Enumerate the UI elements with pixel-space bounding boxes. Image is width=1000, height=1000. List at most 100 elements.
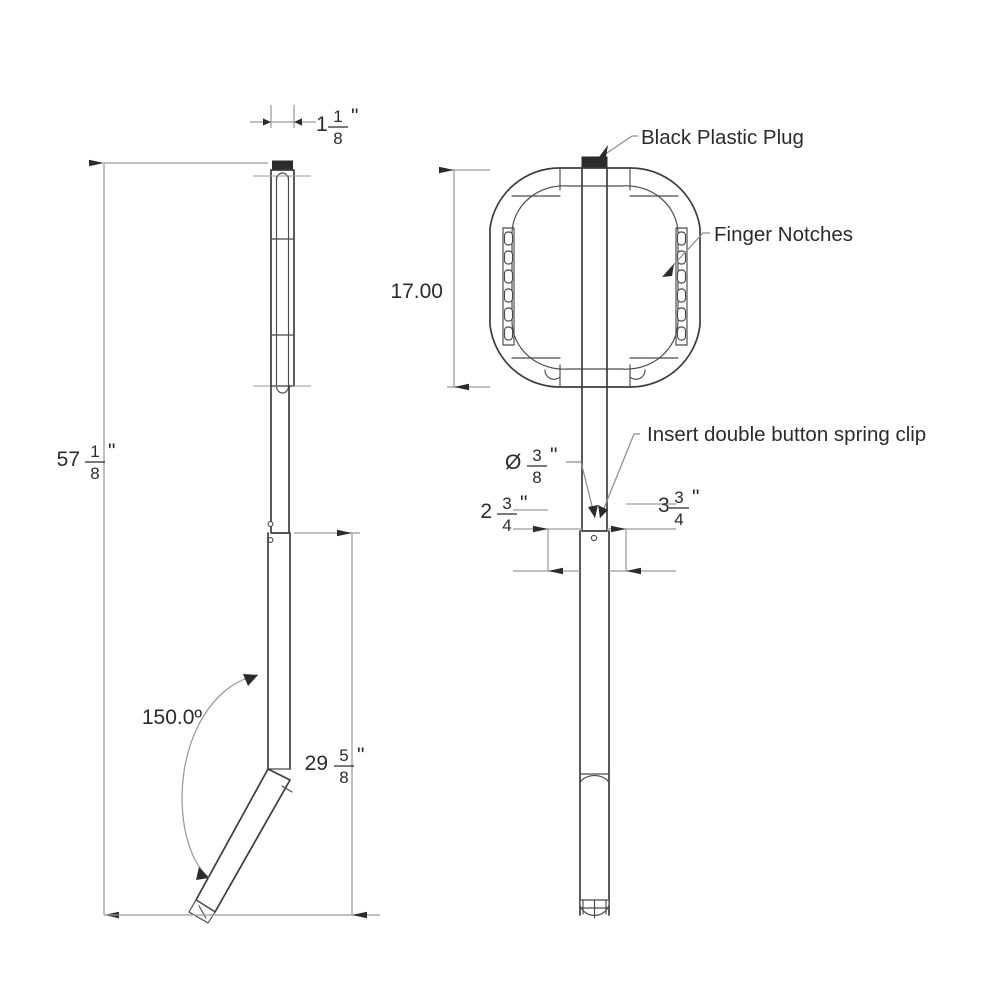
dim-handle-width-denominator: 8 (333, 129, 342, 148)
dim-handle-width-label: 1 1 8 " (316, 105, 358, 148)
left-foot-body (195, 768, 291, 913)
dimension-overall-height: 57 1 8 " (57, 159, 380, 919)
dimension-shaft-diameter: Ø 3 8 " (505, 444, 598, 519)
dim-handle-width-whole: 1 (316, 113, 328, 136)
dim-diameter-numerator: 3 (532, 446, 541, 465)
dim-diameter-unit: " (550, 444, 557, 467)
finger-notch-column-right (675, 227, 688, 346)
dim-overall-height-unit: " (108, 440, 115, 463)
handle-loop-outer (489, 167, 701, 388)
dim-handle-width-unit: " (351, 105, 358, 128)
dim-handle-width-numerator: 1 (333, 107, 342, 126)
dim-handle-width-arrow-right (294, 118, 302, 126)
finger-notch (676, 326, 687, 341)
dim-clip-left-whole: 2 (480, 500, 492, 523)
dim-bend-angle-arrow-bottom (196, 867, 209, 880)
spring-clip-joint (581, 530, 608, 542)
dimension-lower-shaft-length: 29 5 8 " (294, 529, 367, 919)
dim-diameter-leader (566, 461, 596, 519)
finger-notch (676, 288, 687, 303)
finger-notch-column-left (502, 227, 515, 346)
dim-overall-height-denominator: 8 (90, 464, 99, 483)
dim-clip-left-unit: " (520, 492, 527, 515)
dim-lower-shaft-numerator: 5 (339, 746, 348, 765)
dim-handle-width-arrow-left (263, 118, 271, 126)
dim-bend-angle-label: 150.0º (142, 706, 203, 729)
finger-notch (503, 269, 514, 284)
left-foot-bend-detail (281, 785, 293, 793)
dim-diameter-arrow (588, 505, 598, 518)
lower-tube-shaft (579, 530, 610, 916)
dim-overall-height-numerator: 1 (90, 442, 99, 461)
left-clip-button-upper (267, 521, 274, 527)
finger-notches-arrow (662, 264, 674, 277)
dim-diameter-denominator: 8 (532, 468, 541, 487)
right-front-elevation-view: 17.00 Ø 3 8 " Insert double button sprin… (390, 126, 926, 919)
dim-clip-left-numerator: 3 (502, 494, 511, 513)
dim-clip-right-whole: 3 (658, 494, 670, 517)
annotation-finger-notches: Finger Notches (662, 223, 853, 277)
dim-diameter-symbol: Ø (505, 451, 521, 474)
dim-clip-right-denominator: 4 (674, 510, 683, 529)
annotation-black-plastic-plug: Black Plastic Plug (596, 126, 804, 161)
junction-bottom-right-fillet (629, 369, 646, 380)
left-handle-profile (270, 160, 295, 394)
dim-clip-right-unit: " (692, 486, 699, 509)
dimension-handle-height: 17.00 (390, 166, 490, 391)
left-handle-tube-top-round (275, 172, 290, 181)
handle-center-shaft (581, 166, 608, 531)
dim-bend-angle-arrow-top (243, 674, 258, 686)
dim-clip-left-label: 2 3 4 " (480, 492, 527, 535)
dimension-handle-width: 1 1 8 " (250, 105, 358, 148)
left-plug-cap (272, 160, 293, 171)
dim-lower-shaft-denominator: 8 (339, 768, 348, 787)
clip-button-detail (590, 534, 598, 542)
dim-clip-right-label: 3 3 4 " (658, 486, 699, 529)
finger-notches-right (676, 231, 687, 341)
plug-arrow (596, 145, 608, 161)
plug-label: Black Plastic Plug (641, 126, 804, 149)
lower-tube-socket-round (579, 775, 610, 784)
finger-notch (676, 269, 687, 284)
shaft-tip-cap (579, 899, 610, 919)
spring-clip-leader (599, 433, 640, 519)
plug-cap-top (581, 156, 608, 169)
dim-overall-height-label: 57 1 8 " (57, 440, 116, 483)
finger-notches-leader (666, 232, 710, 273)
loop-shaft-junctions (511, 167, 679, 388)
dim-lower-shaft-whole: 29 (305, 752, 328, 775)
dim-clip-left-denominator: 4 (502, 516, 511, 535)
finger-notches-left (503, 231, 514, 341)
dimension-clip-left: 2 3 4 " (480, 492, 582, 575)
finger-notch (676, 231, 687, 246)
spring-clip-arrow (598, 505, 608, 518)
left-lower-shaft (267, 532, 291, 770)
left-bent-foot (188, 768, 293, 924)
finger-notch (503, 288, 514, 303)
left-handle-body (270, 169, 295, 387)
finger-notch (503, 250, 514, 265)
finger-notch (503, 307, 514, 322)
dim-handle-height-label: 17.00 (390, 280, 443, 303)
dim-lower-shaft-unit: " (357, 744, 364, 767)
left-side-elevation-view: 57 1 8 " 1 1 8 " (57, 105, 380, 924)
spring-clip-label: Insert double button spring clip (647, 423, 926, 446)
dim-diameter-label: Ø 3 8 " (505, 444, 557, 487)
annotation-spring-clip: Insert double button spring clip (598, 423, 926, 519)
finger-notches-label: Finger Notches (714, 223, 853, 246)
dimension-bend-angle: 150.0º (142, 674, 259, 880)
finger-notch (503, 326, 514, 341)
handle-loop-inner (511, 185, 679, 370)
dim-overall-height-whole: 57 (57, 448, 80, 471)
junction-bottom-left-fillet (544, 369, 561, 380)
dim-clip-right-numerator: 3 (674, 488, 683, 507)
left-spring-clip-joint (267, 521, 290, 543)
dim-lower-shaft-label: 29 5 8 " (305, 744, 365, 787)
finger-notch (503, 231, 514, 246)
finger-notch (676, 307, 687, 322)
left-foot-tip-divider (198, 905, 207, 919)
dimension-clip-right: 3 3 4 " (607, 486, 699, 575)
dim-bend-angle-arc (181, 674, 259, 879)
